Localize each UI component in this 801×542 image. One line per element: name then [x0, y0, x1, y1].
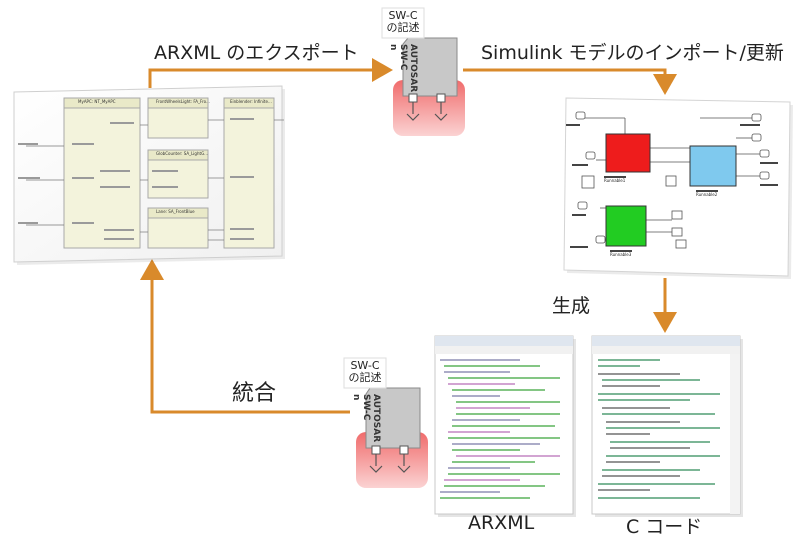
runnable2-block [689, 145, 737, 187]
generate-label: 生成 [552, 295, 591, 317]
component-box-myapc [63, 97, 141, 249]
component-title-einblender: Einblender: Infinite… [230, 99, 272, 104]
runnable3-label: Runnable3 [610, 252, 632, 257]
arrow-integrate [140, 259, 350, 414]
arrow-export [148, 58, 393, 88]
integrate-label: 統合 [232, 381, 277, 406]
c-code-caption: C コード [626, 516, 703, 538]
swc-bottom [343, 357, 428, 488]
arxml-caption: ARXML [468, 512, 535, 534]
simulink-model [563, 97, 793, 279]
runnable2-label: Runnable2 [696, 192, 718, 197]
component-title-frontwheels: FrontWheelsLight: FA_Fro… [156, 99, 211, 104]
component-title-myapc: MyAPC: NT_MyAPC [78, 99, 116, 104]
arxml-document [434, 335, 576, 517]
runnable3-block [605, 205, 647, 247]
c-code-document [591, 335, 743, 517]
architecture-model [13, 85, 285, 265]
workflow-arrows [140, 58, 677, 414]
swc-description-bottom: SW-C の記述 [348, 359, 382, 384]
swc-bottom-text: AUTOSAR SW-C n [351, 394, 381, 443]
arxml-export-label: ARXML のエクスポート [154, 42, 359, 64]
component-title-globcounter: GlobCounter: SA_LightG… [156, 151, 209, 156]
swc-description-top: SW-C の記述 [386, 9, 420, 34]
swc-top [381, 7, 465, 136]
runnable1-label: Runnable1 [604, 178, 626, 183]
arrow-import [463, 68, 677, 95]
component-title-lane: Lane: SA_FrontBlue [156, 209, 195, 214]
swc-top-text: AUTOSAR SW-C n [388, 44, 418, 93]
simulink-import-label: Simulink モデルのインポート/更新 [481, 42, 784, 64]
component-box-einblender [223, 97, 275, 249]
runnable1-block [605, 133, 651, 173]
